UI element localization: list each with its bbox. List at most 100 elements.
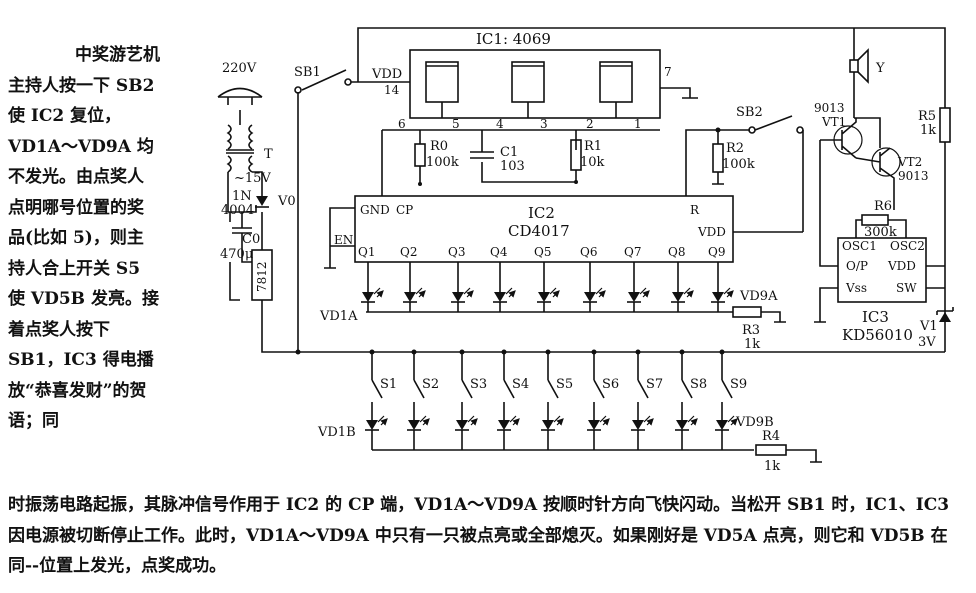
mains-label: 220V [222, 61, 257, 76]
r3-value: 1k [744, 337, 760, 352]
led-vd8a [671, 288, 693, 303]
switch-s9-label: S9 [730, 377, 747, 392]
q5-label: Q5 [534, 245, 551, 259]
resistor-r5 [939, 107, 951, 143]
led-vd3b [455, 416, 477, 431]
ic3-supply-wires [814, 265, 945, 323]
filter-wires [229, 212, 263, 250]
capacitor-c0 [232, 227, 252, 263]
r0-value: 100k [426, 155, 459, 170]
ic1-pin1: 1 [634, 117, 642, 131]
v1-label: V1 [919, 319, 938, 334]
transformer-label: T [264, 147, 273, 162]
switch-s6 [593, 352, 605, 412]
r5-value: 1k [920, 123, 936, 138]
ic3-vdd: VDD [887, 259, 916, 273]
diode-v0 [255, 196, 269, 208]
vt2-type: 9013 [898, 169, 929, 183]
resistor-r6 [861, 214, 889, 226]
resistor-r3 [732, 306, 762, 318]
vt1-label: VT1 [821, 115, 846, 129]
switch-s1 [371, 352, 383, 412]
resistor-r2 [712, 143, 724, 173]
led-row-a [361, 262, 733, 312]
ic1-pin6: 6 [398, 117, 406, 131]
vt-base-wire [819, 140, 838, 267]
diode-type-label: 1N [232, 189, 252, 204]
ic3-body [837, 237, 927, 303]
article-left-paragraph: 主持人按一下 SB2 使 IC2 复位，VD1A～VD9A 均不发光。由点奖人点… [8, 75, 161, 432]
ic1-ground [660, 87, 698, 99]
led-vd9a [711, 288, 733, 303]
r3-label: R3 [742, 323, 760, 338]
q1-label: Q1 [358, 245, 375, 259]
switch-s2 [413, 352, 425, 412]
transistor-vt1 [820, 118, 863, 159]
vd1a-label: VD1A [319, 309, 358, 324]
sb1-label: SB1 [294, 65, 321, 80]
switch-s4-label: S4 [512, 377, 529, 392]
vt1-type: 9013 [814, 101, 845, 115]
q3-label: Q3 [448, 245, 465, 259]
led-vd2a [403, 288, 425, 303]
ic2-label: IC2 [528, 204, 555, 222]
bottom-vcc-rail [261, 300, 945, 353]
capacitor-c1 [470, 151, 494, 159]
ic2-output-labels: Q1 Q2 Q3 Q4 Q5 Q6 Q7 Q8 Q9 [358, 245, 725, 259]
switch-s4 [503, 352, 515, 412]
r4-value: 1k [764, 459, 780, 474]
led-row-b [365, 412, 737, 450]
speaker-label: Y [875, 61, 885, 76]
vt-collector-wire [854, 117, 881, 148]
c1-value: 103 [500, 159, 525, 174]
switch-s7-label: S7 [646, 377, 663, 392]
svg-text:7812: 7812 [255, 261, 269, 292]
ic1-body [409, 49, 661, 119]
led-vd2b [407, 416, 429, 431]
switch-s7 [637, 352, 649, 412]
article-title: 中奖游艺机 [75, 45, 160, 65]
transformer [226, 124, 254, 173]
mains-plug [217, 87, 263, 125]
r0-label: R0 [430, 139, 448, 154]
ic2-r-label: R [690, 203, 700, 217]
led-vd1b [365, 416, 387, 431]
switch-s2-label: S2 [422, 377, 439, 392]
top-rail-wire [357, 27, 946, 108]
q9-label: Q9 [708, 245, 725, 259]
article-left-column: 中奖游艺机 主持人按一下 SB2 使 IC2 复位，VD1A～VD9A 均不发光… [8, 40, 160, 437]
diode-num-label: 4004 [221, 203, 254, 218]
article-bottom-paragraph: 时振荡电路起振，其脉冲信号作用于 IC2 的 CP 端，VD1A～VD9A 按顺… [8, 495, 950, 576]
switch-s8-label: S8 [690, 377, 707, 392]
ic3-osc1: OSC1 [842, 239, 877, 253]
r3-ground-wire [761, 311, 786, 323]
ic3-sw: SW [896, 281, 917, 295]
ic1-inverters [425, 61, 633, 118]
ic1-pin14: 14 [384, 83, 400, 97]
vd9a-label: VD9A [739, 289, 778, 304]
resistor-r1 [570, 139, 582, 171]
ground-return-wire [229, 262, 240, 301]
q6-label: Q6 [580, 245, 597, 259]
led-vd8b [675, 416, 697, 431]
switch-s8 [681, 352, 693, 412]
c1-r1-wire [481, 130, 577, 183]
led-vd4a [493, 288, 515, 303]
ic3-osc2: OSC2 [890, 239, 925, 253]
led-vd6a [583, 288, 605, 303]
r1-value: 10k [580, 155, 605, 170]
led-vd7a [627, 288, 649, 303]
ic2-part: CD4017 [508, 222, 570, 240]
r6-label: R6 [874, 199, 892, 214]
r1-label: R1 [584, 139, 602, 154]
cap-c0-value: 470μ [220, 247, 253, 262]
led-vd4b [497, 416, 519, 431]
led-vd3a [451, 288, 473, 303]
r2-label: R2 [726, 141, 744, 156]
q8-label: Q8 [668, 245, 685, 259]
r6-value: 300k [864, 225, 897, 240]
switch-s6-label: S6 [602, 377, 619, 392]
led-vd1a [361, 288, 383, 303]
